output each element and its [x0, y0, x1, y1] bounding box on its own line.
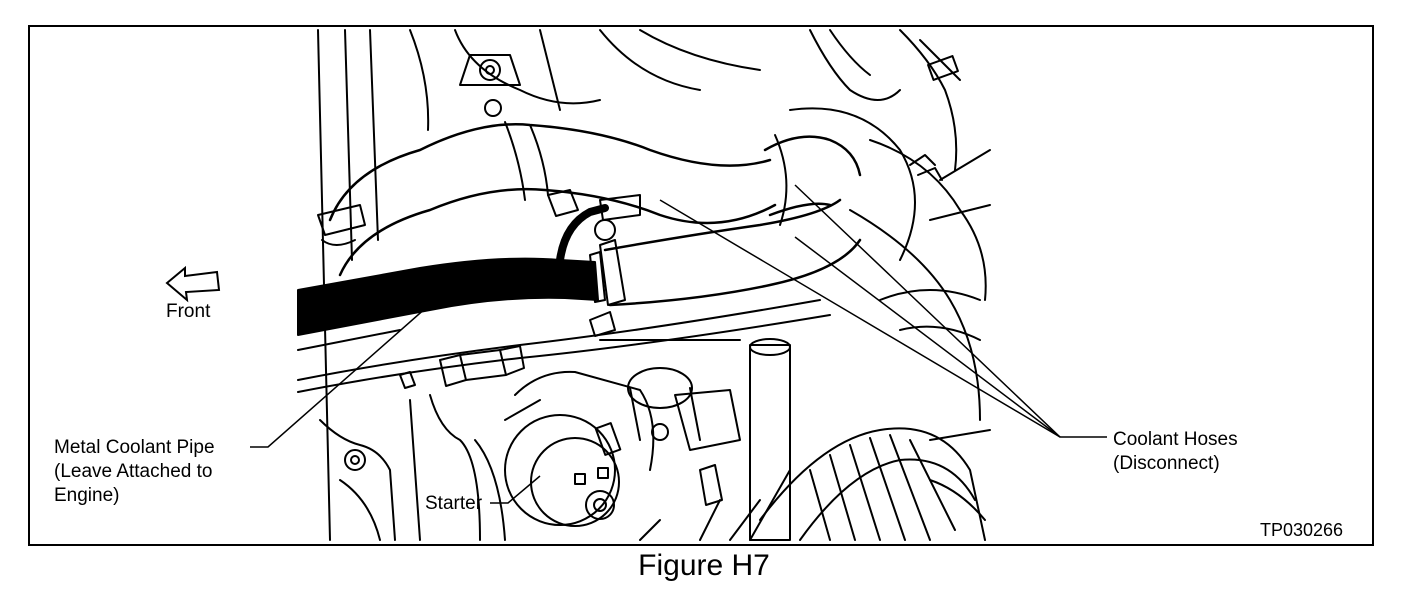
hoses-leader-2 [659, 199, 1061, 438]
figure-caption: Figure H7 [638, 549, 770, 582]
coolant-hoses-label-line: (Disconnect) [1113, 453, 1220, 474]
front-label: Front [166, 301, 211, 322]
metal-coolant-pipe-label: Metal Coolant Pipe (Leave Attached to En… [54, 436, 215, 508]
metal-coolant-pipe-label-line: (Leave Attached to [54, 461, 213, 482]
front-arrow-icon [165, 265, 221, 303]
starter-label: Starter [425, 493, 483, 514]
coolant-hoses-label-line: Coolant Hoses [1113, 429, 1238, 450]
figure-frame [28, 25, 1374, 546]
metal-coolant-pipe-label-line: Engine) [54, 485, 120, 506]
hoses-leader-1 [794, 184, 1107, 438]
metal-pipe-leader [250, 284, 453, 448]
hoses-leader-3 [794, 236, 1061, 438]
coolant-hoses-label: Coolant Hoses (Disconnect) [1113, 428, 1238, 476]
starter-leader [490, 475, 541, 504]
reference-code: TP030266 [1260, 520, 1344, 540]
metal-coolant-pipe-label-line: Metal Coolant Pipe [54, 437, 215, 458]
